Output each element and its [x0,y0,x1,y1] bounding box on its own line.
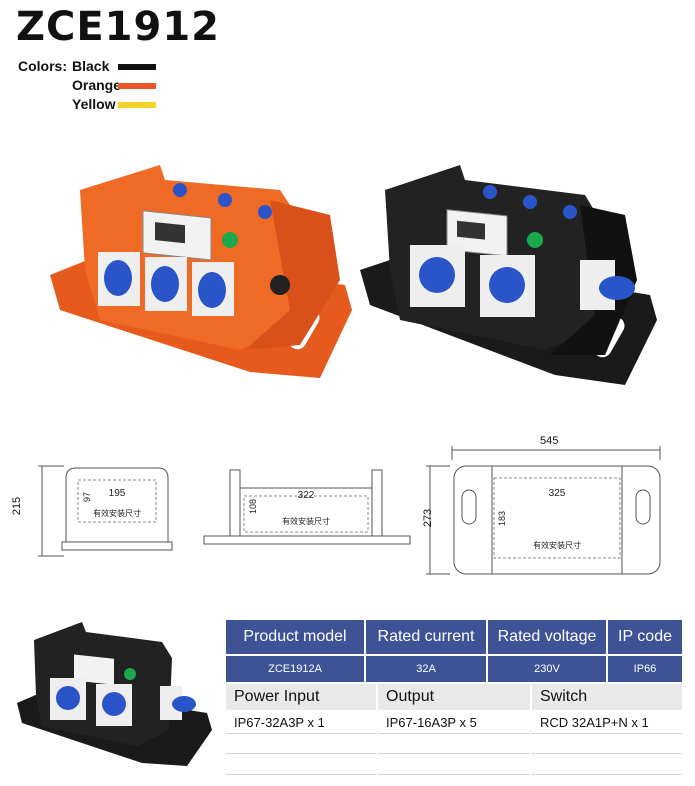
top-inner-height: 183 [497,511,507,526]
side-dimension-drawing: 322 108 有效安装尺寸 [203,469,411,545]
swatch-orange [118,83,156,89]
front-inner-width: 195 [109,488,126,499]
top-inner-width: 325 [549,488,566,499]
top-total-width: 545 [540,435,559,447]
table-divider [226,753,376,754]
table-divider [532,774,682,775]
side-inner-height: 108 [248,499,258,514]
table-divider [378,774,530,775]
front-dimension-drawing: 195 97 有效安装尺寸 [38,465,173,557]
table-divider [226,733,376,734]
row-output: IP67-16A3P x 5 [386,714,477,730]
swatch-yellow [118,102,156,108]
front-inner-height: 97 [82,492,92,502]
value-rated-voltage: 230V [488,656,606,682]
value-rated-current: 32A [366,656,486,682]
table-divider [378,733,530,734]
subheader-power-input: Power Input [226,684,376,710]
top-mount-label: 有效安装尺寸 [533,540,581,550]
table-divider [532,753,682,754]
orange-product-image [50,165,352,378]
row-power-input: IP67-32A3P x 1 [234,714,325,730]
subheader-output: Output [378,684,530,710]
table-divider [532,733,682,734]
small-product-image [17,622,212,766]
header-rated-current: Rated current [366,620,486,654]
table-divider [226,774,376,775]
header-product-model: Product model [226,620,364,654]
row-switch: RCD 32A1P+N x 1 [540,714,649,730]
value-ip-code: IP66 [608,656,682,682]
side-mount-label: 有效安装尺寸 [282,516,330,526]
table-divider [378,753,530,754]
color-name-orange: Orange [72,77,122,93]
value-product-model: ZCE1912A [226,656,364,682]
header-ip-code: IP code [608,620,682,654]
swatch-black [118,64,156,70]
black-product-image [360,165,657,385]
side-inner-width: 322 [298,490,315,501]
header-rated-voltage: Rated voltage [488,620,606,654]
colors-label: Colors: [18,58,67,74]
subheader-switch: Switch [532,684,682,710]
color-name-black: Black [72,58,110,74]
top-height-label: 273 [422,508,435,528]
product-title: ZCE1912 [16,4,221,50]
front-mount-label: 有效安装尺寸 [93,508,141,518]
top-dimension-drawing: 325 183 有效安装尺寸 [426,446,661,575]
color-name-yellow: Yellow [72,96,116,112]
front-height-label: 215 [11,496,24,516]
